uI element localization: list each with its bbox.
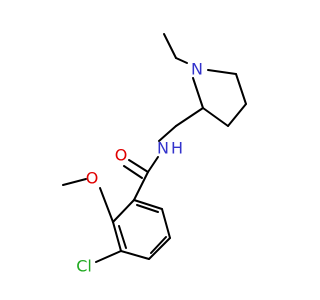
bonds: [62, 33, 247, 263]
bond-c3-c2: [202, 107, 229, 127]
canvas-background: [0, 0, 300, 300]
bond-ring-inner-2: [150, 236, 167, 254]
bond-ring-c2-c3: [112, 221, 122, 252]
bond-ring-inner-3: [136, 204, 159, 213]
bond-carbonyl-c-ring: [133, 171, 149, 201]
atom-h-amide: H: [171, 139, 183, 158]
bond-ring-cl: [95, 250, 122, 263]
bond-carbonyl-double-2: [123, 165, 143, 179]
bond-ring-c4-c5: [148, 237, 171, 260]
bond-carbonyl-double-1: [128, 159, 149, 173]
bond-c5-c4: [235, 73, 247, 105]
bond-n-c5: [207, 69, 237, 75]
bond-n-c2: [192, 77, 204, 109]
bond-ring-inner-1: [118, 225, 127, 249]
atom-o-methoxy: O: [86, 169, 99, 188]
atom-n-pyrrolidine: N: [191, 60, 203, 79]
bond-ring-c1-c2: [112, 199, 135, 223]
bond-ring-c5-c6: [161, 208, 171, 239]
bond-ch2-nh: [158, 125, 177, 142]
bond-o-methyl: [62, 178, 87, 186]
bond-c4-c3: [227, 103, 247, 127]
atom-cl: Cl: [76, 257, 92, 276]
bond-ethyl-ch3: [163, 33, 177, 59]
bond-ring-o-methoxy: [99, 187, 114, 223]
atom-o-carbonyl: O: [115, 146, 128, 165]
atom-labels: N N H O O Cl: [76, 60, 203, 276]
molecule-structure: N N H O O Cl: [0, 0, 300, 300]
bond-nh-carbonyl-c: [147, 156, 159, 173]
bond-ethyl-ch2-n: [175, 57, 188, 64]
bond-c2-ch2: [175, 107, 204, 127]
atom-n-amide: N: [157, 139, 169, 158]
bond-ring-c3-c4: [120, 250, 150, 260]
bond-ring-c6-c1: [133, 199, 163, 210]
